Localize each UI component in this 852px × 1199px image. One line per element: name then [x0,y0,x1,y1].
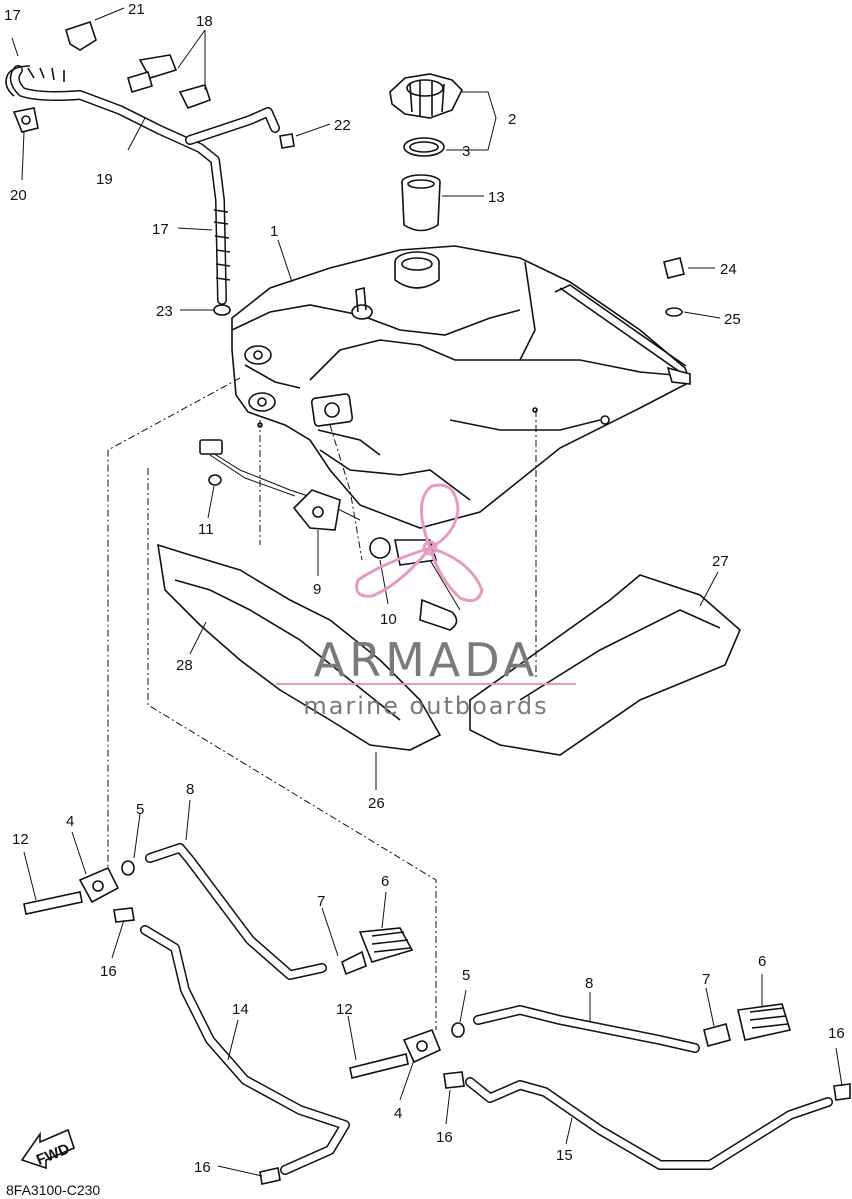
callout-12: 12 [12,831,29,848]
callout-17: 17 [152,221,169,238]
propeller-icon [355,483,484,603]
fuel-line-left [23,843,414,1185]
watermark-tagline: marine outboards [303,692,548,720]
fuel-tank [231,245,691,529]
callout-20: 20 [10,187,27,204]
callout-7: 7 [702,971,710,988]
callout-16: 16 [828,1025,845,1042]
callouts: 1 2 3 4 4 5 5 6 6 7 7 8 8 9 10 11 12 12 … [4,1,845,1176]
callout-16: 16 [436,1129,453,1146]
callout-4: 4 [66,813,74,830]
watermark: ARMADA marine outboards [276,483,576,720]
callout-11: 11 [198,521,214,538]
callout-22: 22 [334,117,351,134]
callout-6: 6 [758,953,766,970]
callout-4: 4 [394,1105,402,1122]
callout-15: 15 [556,1147,573,1164]
cap-gasket [403,137,445,157]
callout-3: 3 [462,143,470,160]
callout-16: 16 [100,963,117,980]
callout-19: 19 [96,171,113,188]
cushion-bolt [663,257,685,317]
diagram-code: 8FA3100-C230 [6,1182,100,1198]
callout-23: 23 [156,303,173,320]
reference-lines [107,377,537,1030]
callout-16: 16 [194,1159,211,1176]
callout-21: 21 [128,1,145,18]
callout-14: 14 [232,1001,249,1018]
callout-24: 24 [720,261,737,278]
callout-28: 28 [176,657,193,674]
callout-6: 6 [381,873,389,890]
callout-12: 12 [336,1001,353,1018]
callout-5: 5 [136,801,144,818]
callout-8: 8 [585,975,593,992]
callout-5: 5 [462,967,470,984]
callout-25: 25 [724,311,741,328]
watermark-brand: ARMADA [314,633,539,687]
callout-17: 17 [4,7,21,24]
callout-2: 2 [508,111,516,128]
heat-shields [157,543,741,756]
callout-18: 18 [196,13,213,30]
callout-9: 9 [313,581,321,598]
callout-26: 26 [368,795,385,812]
watermark-rule [276,683,576,685]
callout-1: 1 [270,223,278,240]
filler-strainer [401,174,441,232]
fuel-line-right [349,1003,851,1170]
leader-lines [11,7,843,1177]
callout-27: 27 [712,553,729,570]
vent-hoses [5,20,295,316]
callout-10: 10 [380,611,397,628]
callout-13: 13 [488,189,505,206]
fuel-cap [389,73,463,119]
fwd-arrow-icon: FWD [20,1128,75,1170]
callout-8: 8 [186,781,194,798]
callout-7: 7 [317,893,325,910]
